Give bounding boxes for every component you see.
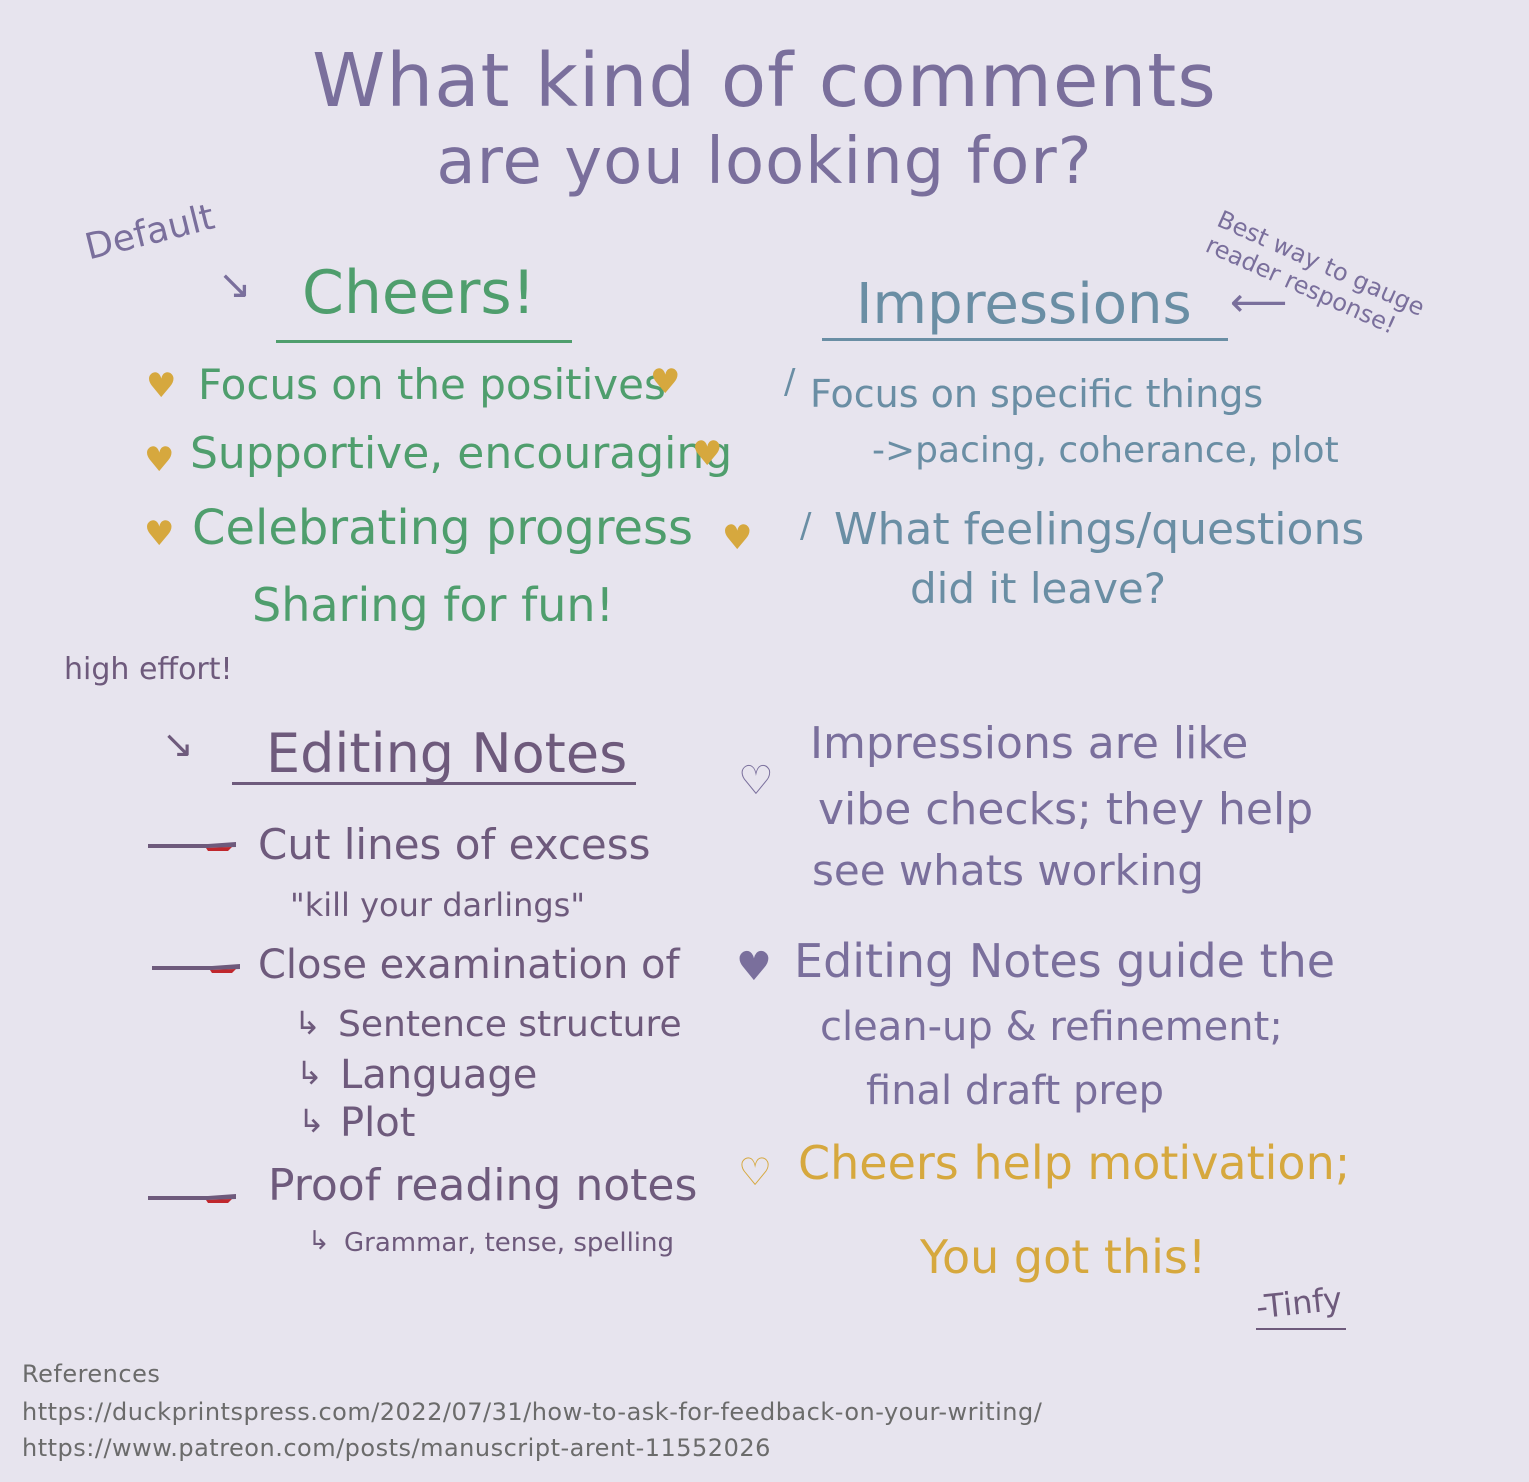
- signature: -Tinfy: [1254, 1279, 1344, 1327]
- impressions-item-3: What feelings/questions: [834, 504, 1365, 555]
- heart-icon: ♥: [144, 514, 175, 554]
- sub-arrow-icon: ↳: [296, 1054, 323, 1092]
- editing-item-3-sub: Grammar, tense, spelling: [344, 1228, 675, 1258]
- editing-item-3: Proof reading notes: [268, 1160, 698, 1211]
- editing-item-2-sub-3: Plot: [340, 1100, 416, 1146]
- cheers-item-1: Focus on the positives: [198, 360, 666, 409]
- check-icon: /: [784, 362, 796, 402]
- impressions-heading: Impressions: [856, 272, 1192, 337]
- red-pen-icon: [148, 1194, 236, 1203]
- heart-icon: ♥: [146, 366, 177, 406]
- red-pen-icon: [152, 964, 240, 973]
- summary-editing-3: final draft prep: [866, 1068, 1164, 1114]
- title-line-2: are you looking for?: [436, 125, 1093, 199]
- editing-heading: Editing Notes: [266, 722, 628, 785]
- cheers-note: Default: [80, 196, 219, 269]
- cheers-item-4: Sharing for fun!: [252, 578, 615, 632]
- heart-icon: ♥: [736, 944, 772, 990]
- check-icon: /: [800, 506, 812, 546]
- sub-arrow-icon: ↳: [298, 1102, 325, 1140]
- cheers-heading: Cheers!: [302, 258, 536, 328]
- heart-icon: ♥: [692, 434, 723, 474]
- impressions-item-4: did it leave?: [910, 564, 1167, 613]
- cheers-arrow-icon: ↘: [218, 262, 252, 308]
- heart-icon: ♡: [738, 1150, 773, 1194]
- cheers-underline: [276, 340, 572, 343]
- summary-impressions-2: vibe checks; they help: [818, 784, 1314, 835]
- editing-item-1: Cut lines of excess: [258, 820, 651, 869]
- heart-icon: ♥: [722, 518, 753, 558]
- red-pen-icon: [148, 842, 236, 851]
- summary-editing-2: clean-up & refinement;: [820, 1004, 1283, 1050]
- editing-item-2: Close examination of: [258, 942, 680, 988]
- signature-underline: [1256, 1328, 1346, 1330]
- sub-arrow-icon: ↳: [294, 1004, 321, 1042]
- editing-item-1-sub: "kill your darlings": [290, 886, 586, 924]
- cheers-item-2: Supportive, encouraging: [190, 428, 733, 479]
- summary-editing-1: Editing Notes guide the: [794, 934, 1336, 988]
- heart-icon: ♥: [144, 440, 175, 480]
- cheers-item-3: Celebrating progress: [192, 500, 694, 556]
- sub-arrow-icon: ↳: [308, 1226, 330, 1256]
- editing-note: high effort!: [64, 652, 233, 687]
- summary-impressions-1: Impressions are like: [810, 718, 1249, 769]
- summary-cheers-1: Cheers help motivation;: [798, 1136, 1351, 1190]
- impressions-arrow-icon: ⟵: [1230, 280, 1288, 326]
- heart-icon: ♡: [738, 758, 774, 804]
- impressions-item-2: ->pacing, coherance, plot: [872, 430, 1339, 471]
- reference-link-2[interactable]: https://www.patreon.com/posts/manuscript…: [22, 1434, 771, 1462]
- reference-link-1[interactable]: https://duckprintspress.com/2022/07/31/h…: [22, 1398, 1043, 1426]
- heart-icon: ♥: [650, 362, 681, 402]
- editing-arrow-icon: ↘: [162, 722, 194, 766]
- impressions-underline: [822, 338, 1228, 341]
- editing-item-2-sub-1: Sentence structure: [338, 1004, 682, 1045]
- references-label: References: [22, 1360, 161, 1388]
- summary-cheers-2: You got this!: [920, 1230, 1207, 1284]
- title-line-1: What kind of comments: [312, 38, 1217, 124]
- editing-item-2-sub-2: Language: [340, 1052, 538, 1098]
- editing-underline: [232, 782, 636, 785]
- summary-impressions-3: see whats working: [812, 846, 1204, 895]
- impressions-item-1: Focus on specific things: [810, 372, 1264, 416]
